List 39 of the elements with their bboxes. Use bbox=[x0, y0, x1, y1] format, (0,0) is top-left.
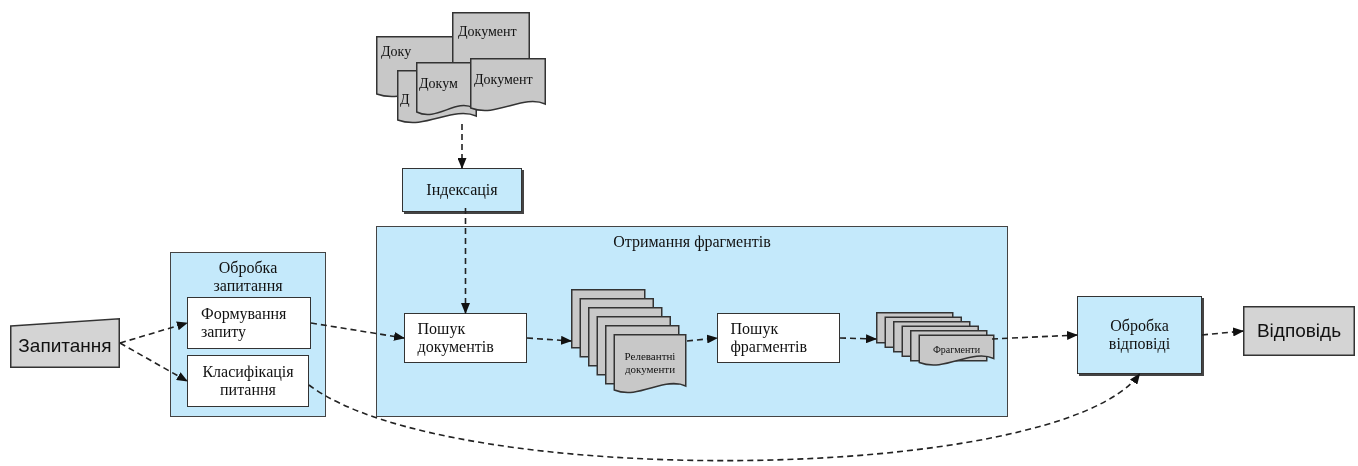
process-box bbox=[404, 313, 527, 363]
arrow bbox=[119, 321, 188, 344]
arrow bbox=[686, 334, 718, 344]
arrow bbox=[526, 335, 572, 345]
node-text: Документ bbox=[474, 72, 533, 89]
node-text: Пошук документів bbox=[416, 319, 495, 357]
node-text: Доку bbox=[381, 44, 412, 61]
node-text: Д bbox=[400, 92, 410, 109]
arrow bbox=[991, 331, 1078, 340]
node-text: Обробка відповіді bbox=[1107, 316, 1172, 354]
node-text: Докум bbox=[419, 76, 458, 93]
process-box bbox=[187, 297, 311, 349]
group-panel bbox=[170, 252, 326, 417]
process-box bbox=[1077, 296, 1202, 374]
output-box bbox=[1243, 306, 1355, 356]
process-box bbox=[402, 168, 522, 212]
process-box bbox=[717, 313, 840, 363]
node-text: Фрагменти bbox=[931, 342, 982, 357]
group-heading: Обробка запитання bbox=[212, 259, 284, 296]
arrow bbox=[119, 342, 188, 382]
arrow bbox=[1201, 327, 1244, 337]
document-stack bbox=[571, 289, 687, 393]
node-text: Документ bbox=[458, 24, 517, 41]
node-text: Пошук фрагментів bbox=[729, 319, 809, 357]
node-text: Відповідь bbox=[1256, 320, 1342, 342]
arrow bbox=[839, 334, 877, 344]
arrow bbox=[457, 123, 467, 169]
document-stack bbox=[876, 312, 992, 366]
process-box bbox=[187, 355, 309, 407]
arrow bbox=[310, 322, 405, 341]
arrow bbox=[461, 207, 470, 314]
node-text: Індексація bbox=[425, 180, 499, 200]
group-panel bbox=[376, 226, 1008, 417]
node-text: Формування запиту bbox=[200, 304, 288, 342]
group-heading: Отримання фрагментів bbox=[613, 233, 771, 252]
node-text: Запитання bbox=[18, 335, 112, 357]
node-text: Релевантні документи bbox=[623, 349, 677, 377]
input-shape bbox=[10, 318, 120, 368]
node-text: Класифікація питання bbox=[201, 362, 295, 400]
